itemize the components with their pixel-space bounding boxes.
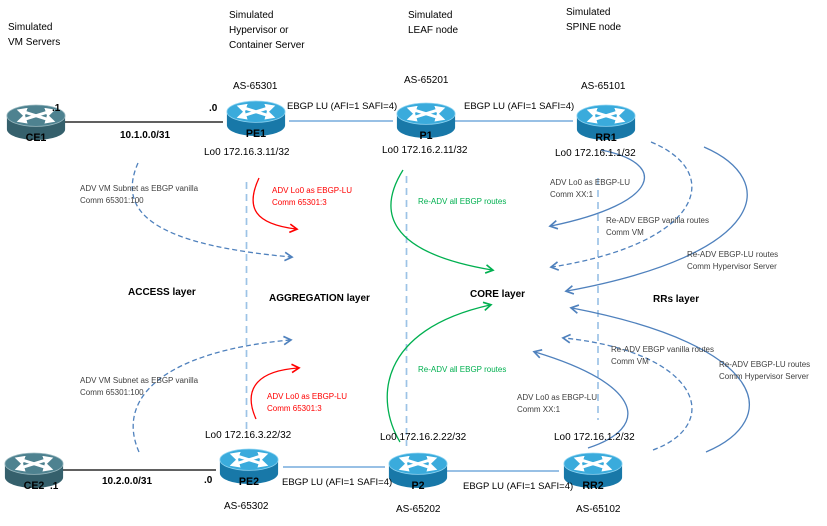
arrow-readv-all-ebgp-bottom [386, 301, 493, 443]
router-rr1: RR1 [574, 100, 638, 145]
arrow-adv-lo0-rr2 [532, 349, 629, 449]
router-name-label: RR1 [595, 132, 616, 144]
loopback-label-rr2: Lo0 172.16.1.2/32 [554, 432, 635, 443]
router-pe2: PE2 [217, 444, 281, 489]
annotation-readv-vanilla-top: Re-ADV EBGP vanilla routes Comm VM [606, 216, 710, 238]
router-p2: P2 [386, 448, 450, 493]
link-label-p2-rr2: EBGP LU (AFI=1 SAFI=4) [463, 481, 574, 492]
router-ce2: CE2 [2, 448, 66, 493]
arrow-adv-vm-subnet-bottom [132, 335, 293, 453]
router-rr2: RR2 [561, 448, 625, 493]
annotation-adv-vm-bottom: ADV VM Subnet as EBGP vanilla Comm 65301… [80, 376, 199, 398]
cisco-router-icon: PE1 [226, 100, 286, 140]
header-vm-servers: Simulated VM Servers [8, 22, 61, 48]
cisco-router-icon: RR2 [563, 452, 623, 492]
arrow-readv-vanilla-top [549, 141, 693, 271]
subnet-label-ce1-pe1: 10.1.0.0/31 [120, 130, 171, 141]
subnet-label-ce2-pe2: 10.2.0.0/31 [102, 476, 153, 487]
layer-label-aggregation: AGGREGATION layer [269, 293, 370, 304]
layer-label-access: ACCESS layer [128, 287, 196, 298]
annotation-adv-lo0-pe-bottom: ADV Lo0 as EBGP-LU Comm 65301:3 [267, 392, 348, 414]
router-p1: P1 [394, 98, 458, 143]
router-name-label: CE1 [26, 132, 47, 144]
annotation-readv-all-bottom: Re-ADV all EBGP routes [418, 365, 507, 374]
annotation-adv-lo0-rr-bottom: ADV Lo0 as EBGP-LU Comm XX:1 [517, 393, 598, 415]
annotation-readv-lu-top: Re-ADV EBGP-LU routes Comm Hypervisor Se… [687, 250, 779, 272]
cisco-router-icon: CE2 [4, 452, 64, 492]
layer-label-core: CORE layer [470, 289, 526, 300]
header-spine-node: Simulated SPINE node [566, 7, 622, 33]
arrow-readv-ebgp-lu-top [564, 146, 748, 295]
ip-label-ce2: .1 [50, 481, 59, 492]
annotation-readv-all-top: Re-ADV all EBGP routes [418, 197, 507, 206]
link-label-p1-rr1: EBGP LU (AFI=1 SAFI=4) [464, 101, 575, 112]
arrow-readv-vanilla-bottom [561, 333, 693, 451]
ip-label-ce1: .1 [52, 103, 61, 114]
as-label-p2: AS-65202 [396, 504, 441, 515]
cisco-router-icon: P1 [396, 102, 456, 142]
router-pe1: PE1 [224, 96, 288, 141]
loopback-label-pe2: Lo0 172.16.3.22/32 [205, 430, 292, 441]
ip-label-pe1: .0 [209, 103, 218, 114]
cisco-router-icon: P2 [388, 452, 448, 492]
as-label-rr2: AS-65102 [576, 504, 621, 515]
link-label-pe2-p2: EBGP LU (AFI=1 SAFI=4) [282, 477, 393, 488]
as-label-p1: AS-65201 [404, 75, 449, 86]
annotation-adv-vm-top: ADV VM Subnet as EBGP vanilla Comm 65301… [80, 184, 199, 206]
as-label-pe2: AS-65302 [224, 501, 269, 512]
annotation-readv-vanilla-bottom: Re-ADV EBGP vanilla routes Comm VM [611, 345, 715, 367]
cisco-router-icon: CE1 [6, 104, 66, 144]
router-name-label: P2 [411, 480, 424, 492]
loopback-label-pe1: Lo0 172.16.3.11/32 [204, 147, 290, 158]
router-name-label: RR2 [582, 480, 603, 492]
arrow-adv-lo0-ebgp-lu-top [252, 177, 299, 234]
router-name-label: PE2 [239, 476, 259, 488]
router-name-label: PE1 [246, 128, 266, 140]
router-ce1: CE1 [4, 100, 68, 145]
header-leaf-node: Simulated LEAF node [408, 10, 459, 36]
as-label-rr1: AS-65101 [581, 81, 626, 92]
arrow-readv-all-ebgp-top [390, 169, 495, 274]
loopback-label-p1: Lo0 172.16.2.11/32 [382, 145, 468, 156]
annotation-readv-lu-bottom: Re-ADV EBGP-LU routes Comm Hypervisor Se… [719, 360, 811, 382]
cisco-router-icon: PE2 [219, 448, 279, 488]
arrow-adv-lo0-rr1 [548, 149, 645, 230]
arrow-readv-ebgp-lu-bottom [569, 304, 750, 453]
router-name-label: P1 [419, 130, 432, 142]
cisco-router-icon: RR1 [576, 104, 636, 144]
layer-label-rrs: RRs layer [653, 294, 700, 305]
ip-label-pe2: .0 [204, 475, 213, 486]
loopback-label-rr1: Lo0 172.16.1.1/32 [555, 148, 636, 159]
header-hypervisor: Simulated Hypervisor or Container Server [229, 10, 305, 51]
loopback-label-p2: Lo0 172.16.2.22/32 [380, 432, 467, 443]
arrow-adv-vm-subnet-top [131, 162, 294, 262]
as-label-pe1: AS-65301 [233, 81, 278, 92]
annotation-adv-lo0-rr-top: ADV Lo0 as EBGP-LU Comm XX:1 [550, 178, 631, 200]
arrow-adv-lo0-ebgp-lu-bottom [250, 363, 301, 420]
link-label-pe1-p1: EBGP LU (AFI=1 SAFI=4) [287, 101, 398, 112]
router-name-label: CE2 [24, 480, 45, 492]
annotation-adv-lo0-pe-top: ADV Lo0 as EBGP-LU Comm 65301:3 [272, 186, 353, 208]
